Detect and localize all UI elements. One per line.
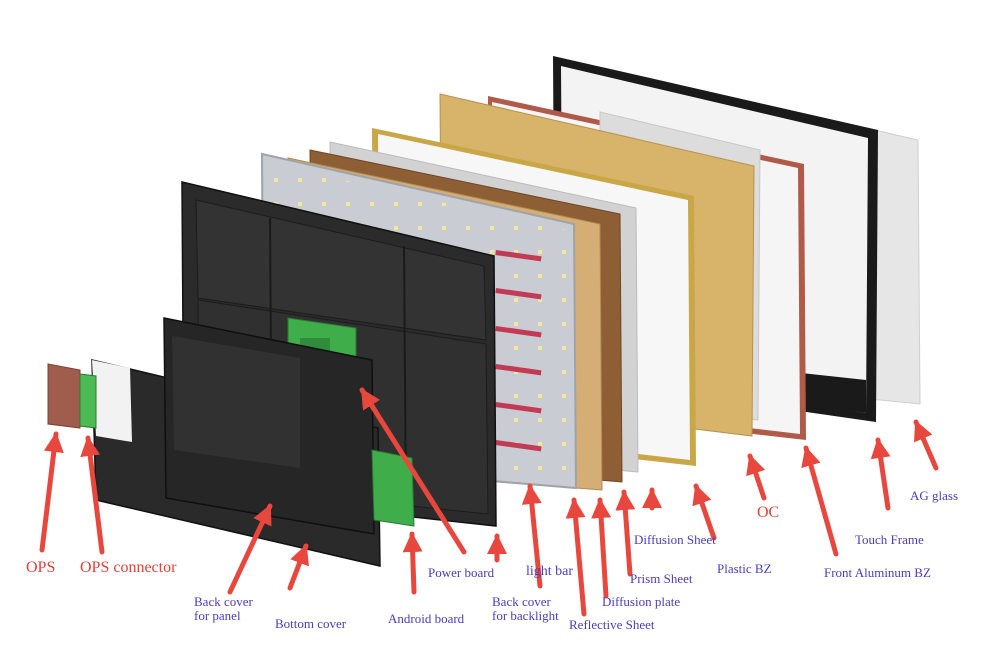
label-diffusion-sheet: Diffusion Sheet [634,532,716,547]
label-power-board: Power board [428,565,495,580]
label-light-bar: light bar [526,564,574,579]
arrow-ops [39,431,64,553]
label-ops: OPS [26,559,56,576]
android-board [371,449,415,527]
arrow-ag-glass [913,419,939,471]
label-ag-glass: AG glass [910,488,959,503]
arrow-prism-sheet [615,489,636,577]
arrow-bottom-cover [287,543,309,591]
light-bars [495,250,542,452]
arrow-front-aluminum-bz [801,445,839,557]
arrow-plastic-bz [692,483,717,541]
arrow-back-cover-backlight [521,483,543,589]
arrow-power-board [359,387,467,555]
label-front-aluminum-bz: Front Aluminum BZ [824,565,931,580]
arrow-reflective-sheet [565,497,587,617]
label-bottom-cover: Bottom cover [275,616,347,631]
arrow-oc [746,453,767,501]
label-back-cover-backlight-1: Back cover [492,594,551,609]
callout-arrows [39,387,939,617]
label-prism-sheet: Prism Sheet [630,571,693,586]
label-android-board: Android board [388,611,465,626]
label-touch-frame: Touch Frame [855,532,924,547]
ops-module [47,363,81,429]
label-back-cover-panel-2: for panel [194,608,241,623]
mid-cover-frame [163,317,375,535]
label-back-cover-panel-1: Back cover [194,594,253,609]
label-plastic-bz: Plastic BZ [717,561,772,576]
arrow-ops-connector [80,435,105,555]
arrow-back-cover-panel [227,503,273,595]
arrow-android-board [402,531,423,595]
arrow-diffusion-plate [591,497,612,599]
ops-connector [79,373,97,429]
label-reflective-sheet: Reflective Sheet [569,617,655,632]
label-ops-connector: OPS connector [80,559,177,576]
label-diffusion-plate: Diffusion plate [602,594,681,609]
label-back-cover-backlight-2: for backlight [492,608,559,623]
label-oc: OC [757,504,780,521]
arrow-touch-frame [870,437,891,511]
